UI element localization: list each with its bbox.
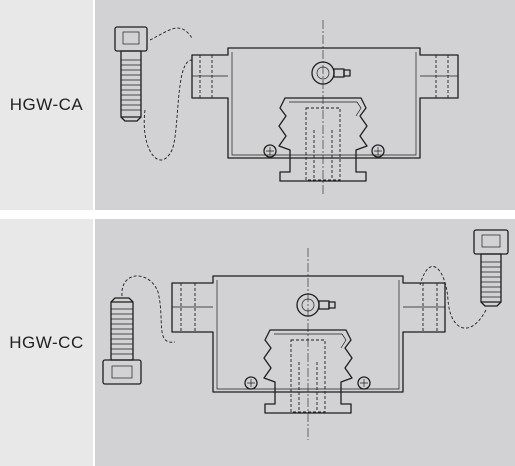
variant-label: HGW-CA (9, 95, 84, 114)
variant-label: HGW-CC (9, 332, 84, 352)
cap-screw-icon (114, 26, 148, 122)
screw-path (419, 266, 487, 329)
grease-nipple-icon (296, 293, 336, 317)
block-icon (191, 47, 459, 159)
cap-screw-icon (102, 297, 142, 385)
hgw-cc-drawing (102, 229, 509, 440)
block-icon (171, 275, 446, 393)
variant-panel-hgw-cc: HGW-CC (0, 219, 515, 466)
cap-screw-icon (473, 229, 509, 307)
screw-path (143, 59, 193, 161)
grease-nipple-icon (311, 61, 351, 85)
screw-path (121, 275, 176, 343)
technical-drawing (95, 0, 515, 210)
screw-path (149, 27, 193, 41)
panel-divider (0, 210, 515, 219)
variant-label-column: HGW-CA (0, 0, 93, 210)
rail-icon (278, 97, 368, 182)
rail-icon (263, 329, 353, 414)
technical-drawing (95, 219, 515, 466)
variant-label-column: HGW-CC (0, 219, 93, 466)
variant-panel-hgw-ca: HGW-CA (0, 0, 515, 210)
hgw-ca-drawing (114, 20, 459, 196)
